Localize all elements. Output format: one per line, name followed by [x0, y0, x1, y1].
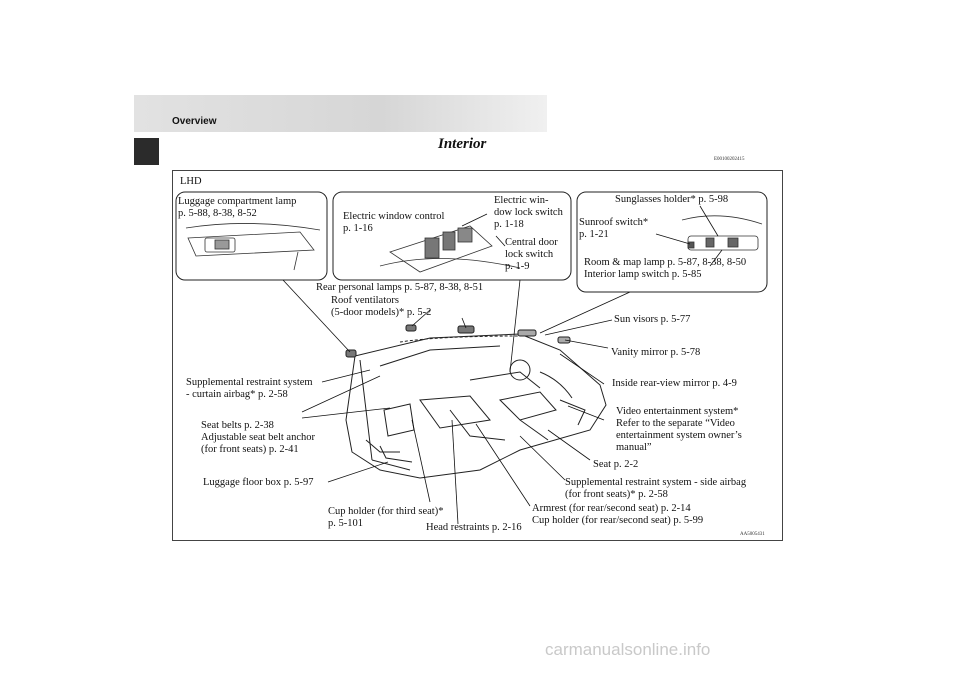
callout-central-door-lock: Central door lock switch p. 1-9	[505, 237, 558, 272]
inset-luggage-lamp	[175, 191, 328, 281]
callout-sunglasses-holder: Sunglasses holder* p. 5-98	[615, 194, 729, 205]
callout-video-entertainment: Video entertainment system* Refer to the…	[616, 406, 742, 453]
callout-sunroof-switch: Sunroof switch* p. 1-21	[579, 217, 649, 240]
page-title: Interior	[438, 136, 487, 152]
header-bar	[134, 95, 547, 132]
document-code: E00100202415	[714, 157, 745, 162]
watermark: carmanualsonline.info	[545, 640, 711, 659]
variant-label: LHD	[180, 176, 202, 187]
callout-luggage-compartment-lamp: Luggage compartment lamp p. 5-88, 8-38, …	[178, 196, 297, 219]
callout-armrest-cup-holder: Armrest (for rear/second seat) p. 2-14 C…	[532, 503, 704, 526]
callout-rear-view-mirror: Inside rear-view mirror p. 4-9	[612, 378, 737, 389]
callout-rear-personal-lamps: Rear personal lamps p. 5-87, 8-38, 8-51	[316, 282, 484, 293]
callout-sun-visors: Sun visors p. 5-77	[614, 314, 691, 325]
callout-window-lock-switch: Electric win- dow lock switch p. 1-18	[494, 195, 563, 230]
inset-roof-console	[576, 191, 768, 293]
callout-side-airbag: Supplemental restraint system - side air…	[565, 477, 747, 500]
chapter-tab	[134, 138, 159, 165]
figure-id: AA5005431	[740, 532, 765, 537]
callout-roof-ventilators: Roof ventilators (5-door models)* p. 5-2	[331, 295, 432, 318]
callout-cup-holder-third-seat: Cup holder (for third seat)* p. 5-101	[328, 506, 444, 529]
callout-room-map-lamp: Room & map lamp p. 5-87, 8-38, 8-50 Inte…	[584, 257, 747, 280]
callout-electric-window-control: Electric window control p. 1-16	[343, 211, 445, 234]
callout-vanity-mirror: Vanity mirror p. 5-78	[611, 347, 701, 358]
section-label: Overview	[172, 116, 217, 127]
callout-curtain-airbag: Supplemental restraint system - curtain …	[186, 377, 313, 400]
interior-figure	[172, 170, 783, 541]
callout-luggage-floor-box: Luggage floor box p. 5-97	[203, 477, 314, 488]
callout-seat-belts: Seat belts p. 2-38 Adjustable seat belt …	[201, 420, 316, 455]
callout-seat: Seat p. 2-2	[593, 459, 639, 470]
callout-head-restraints: Head restraints p. 2-16	[426, 522, 522, 533]
inset-door-switches	[332, 191, 572, 281]
